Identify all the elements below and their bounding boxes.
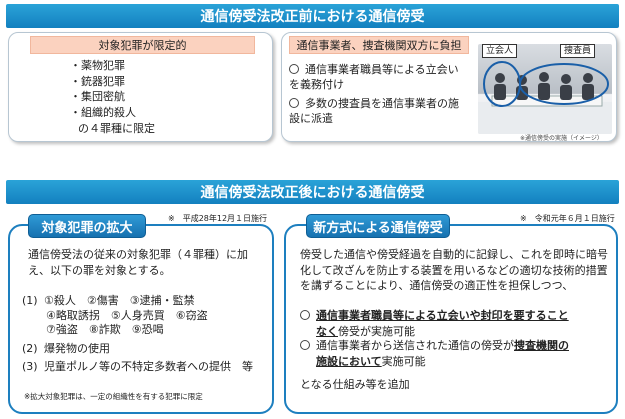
list-text: ①殺人 ②傷害 ③逮捕・監禁 [44, 294, 195, 307]
pre-reform-banner: 通信傍受法改正前における通信傍受 [6, 4, 619, 28]
circle-bullet-icon [289, 98, 299, 108]
crime-item-firearms: 銃器犯罪 [70, 74, 136, 90]
investigator-tag: 捜査員 [560, 44, 596, 58]
crime-item-smuggling: 集団密航 [70, 89, 136, 105]
expanded-crimes-date: ※ 平成28年12月１日施行 [168, 214, 268, 223]
option-text: 実施可能 [381, 354, 426, 368]
circle-bullet-icon [289, 64, 299, 74]
burden-bullet-text: 多数の捜査員を通信事業者の施設に派遣 [289, 97, 459, 125]
option-emphasis: 施設において [316, 354, 382, 368]
expanded-crimes-footnote: ※拡大対象犯罪は、一定の組織性を有する犯罪に限定 [24, 392, 203, 401]
option-text: 通信事業者から送信された通信の傍受が [316, 339, 514, 352]
list-text: 爆発物の使用 [44, 341, 110, 355]
crime-list-item-2: (2) 爆発物の使用 [22, 342, 268, 357]
circle-bullet-icon [300, 340, 310, 350]
expanded-crimes-list: (1) ①殺人 ②傷害 ③逮捕・監禁 ④略取誘拐 ⑤人身売買 ⑥窃盗 ⑦強盗 ⑧詐… [22, 294, 268, 375]
new-method-panel [284, 224, 618, 414]
new-method-date: ※ 令和元年６月１日施行 [520, 214, 615, 223]
list-number: (3) [22, 360, 38, 373]
crime-limit-footer: の４罪種に限定 [78, 122, 155, 135]
burden-bullet-witness: 通信事業者職員等による立会いを義務付け [289, 62, 467, 92]
option-emphasis: 捜査機関の [514, 339, 569, 352]
option-text: 傍受が実施可能 [338, 324, 415, 338]
new-method-ending: となる仕組み等を追加 [300, 378, 410, 391]
new-method-option-2: 通信事業者から送信された通信の傍受が捜査機関の 施設において実施可能 [300, 338, 608, 369]
new-method-intro: 傍受した通信や傍受経過を自動的に記録し、これを即時に暗号化して改ざんを防止する装… [300, 248, 608, 292]
expanded-crimes-title: 対象犯罪の拡大 [28, 214, 146, 238]
burden-label: 通信事業者、捜査機関双方に負担 [289, 36, 469, 54]
limited-crimes-label: 対象犯罪が限定的 [30, 36, 255, 54]
burden-bullet-text: 通信事業者職員等による立会いを義務付け [289, 63, 459, 91]
expanded-crimes-intro: 通信傍受法の従来の対象犯罪（４罪種）に加え、以下の罪を対象とする。 [28, 248, 248, 277]
list-number: (2) [22, 341, 38, 355]
photo-caption: ※通信傍受の実施（イメージ） [520, 135, 603, 142]
witness-tag: 立会人 [482, 44, 518, 58]
crime-list-item-1: (1) ①殺人 ②傷害 ③逮捕・監禁 [22, 294, 268, 309]
option-emphasis: 通信事業者職員等による立会いや封印を要すること [316, 309, 569, 322]
crime-type-list: 薬物犯罪 銃器犯罪 集団密航 組織的殺人 [70, 58, 136, 120]
crime-item-murder: 組織的殺人 [70, 105, 136, 121]
crime-list-item-3: (3) 児童ポルノ等の不特定多数者への提供 等 [22, 360, 268, 375]
post-reform-banner: 通信傍受法改正後における通信傍受 [6, 180, 619, 204]
list-text: 児童ポルノ等の不特定多数者への提供 等 [44, 360, 253, 373]
option-emphasis: なく [316, 324, 338, 338]
new-method-title: 新方式による通信傍受 [306, 214, 450, 238]
list-number: (1) [22, 294, 38, 307]
list-text: ⑦強盗 ⑧詐欺 ⑨恐喝 [46, 323, 164, 336]
new-method-option-1: 通信事業者職員等による立会いや封印を要すること なく傍受が実施可能 [300, 308, 608, 339]
burden-bullet-dispatch: 多数の捜査員を通信事業者の施設に派遣 [289, 96, 467, 126]
wiretap-scene-photo [478, 44, 612, 134]
circle-bullet-icon [300, 310, 310, 320]
crime-item-drugs: 薬物犯罪 [70, 58, 136, 74]
list-text: ④略取誘拐 ⑤人身売買 ⑥窃盗 [46, 308, 208, 322]
